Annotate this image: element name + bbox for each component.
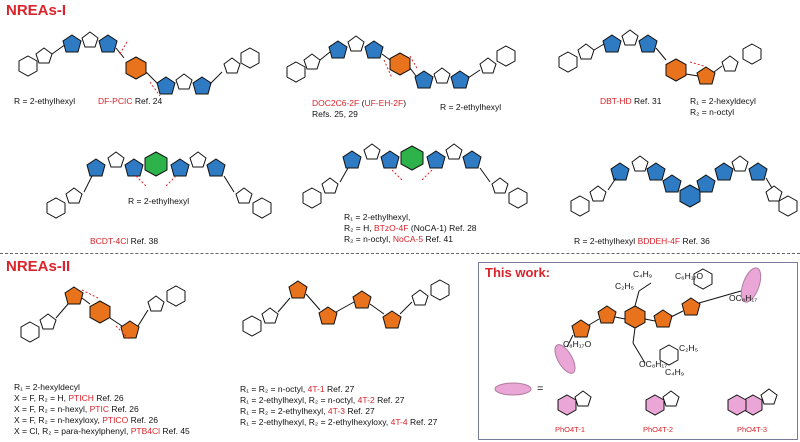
doc2c6-r-label: R = 2-ethylhexyl xyxy=(440,102,502,112)
t4-row-2: R₁ = R₂ = 2-ethylhexyl, 4T-3 Ref. 27 xyxy=(240,406,375,416)
molecule-btzo-4f xyxy=(302,143,528,209)
dfpcic-r-label: R = 2-ethylhexyl xyxy=(14,96,76,106)
t4-row-0: R₁ = R₂ = n-octyl, 4T-1 Ref. 27 xyxy=(240,384,355,394)
t4-row-3: R₁ = 2-ethylhexyl, R₂ = 2-ethylhexyloxy,… xyxy=(240,417,438,427)
molecule-dbt-hd xyxy=(558,29,762,85)
tw-label-5: OC₈H₁₇ xyxy=(639,359,668,369)
bddeh-name: BDDEH-4F xyxy=(637,236,681,246)
tw-label-2: C₆H₁₇O xyxy=(675,271,704,281)
bcdt-name: BCDT-4Cl xyxy=(90,236,129,246)
this-work-title: This work: xyxy=(485,265,551,280)
ptic-r1: R₁ = 2-hexyldecyl xyxy=(14,382,80,392)
dfpcic-caption: DF-PCIC Ref. 24 xyxy=(98,96,162,106)
t4-row-1: R₁ = 2-ethylhexyl, R₂ = n-octyl, 4T-2 Re… xyxy=(240,395,405,405)
end-group-label-3: PhO4T-3 xyxy=(737,425,768,434)
t4-caption: R₁ = R₂ = n-octyl, 4T-1 Ref. 27 R₁ = 2-e… xyxy=(240,384,437,428)
dbthd-ref: Ref. 31 xyxy=(634,96,662,106)
section-title-nreas1: NREAs-I xyxy=(6,2,67,19)
end-group-label-1: PhO4T-1 xyxy=(555,425,586,434)
molecule-doc2c6-2f xyxy=(286,35,516,89)
this-work-structure xyxy=(494,267,778,416)
doc2c6-caption: DOC2C6-2F (UF-EH-2F) xyxy=(312,98,407,108)
bcdt-ref: Ref. 38 xyxy=(130,236,159,246)
dbthd-caption: DBT-HD Ref. 31 xyxy=(600,96,661,106)
tw-label-7: C₄H₉ xyxy=(665,367,685,377)
bcdt-caption: BCDT-4Cl Ref. 38 xyxy=(90,236,158,246)
end-group-label-2: PhO4T-2 xyxy=(643,425,674,434)
dbthd-r2: R₂ = n-octyl xyxy=(690,107,735,117)
btzo-name1: BTzO-4F xyxy=(374,223,409,233)
bddeh-caption: R = 2-ethylhexyl BDDEH-4F Ref. 36 xyxy=(574,236,710,246)
bddeh-r-label: R = 2-ethylhexyl xyxy=(574,236,636,246)
btzo-name2: NoCA-5 xyxy=(392,234,424,244)
bddeh-ref: Ref. 36 xyxy=(682,236,710,246)
btzo-r2a: R₂ = H, xyxy=(344,223,372,233)
ptic-row-1: X = F, R₂ = n-hexyl, PTIC Ref. 26 xyxy=(14,404,139,414)
btzo-caption: R₁ = 2-ethylhexyl, R₂ = H, BTzO-4F (NoCA… xyxy=(344,212,477,245)
btzo-name1-note: (NoCA-1) Ref. 28 xyxy=(410,223,477,233)
dbthd-name: DBT-HD xyxy=(600,96,632,106)
molecule-df-pcic xyxy=(18,31,260,97)
section-title-nreas2: NREAs-II xyxy=(6,258,71,275)
btzo-ref2: Ref. 41 xyxy=(425,234,453,244)
tw-label-0: C₄H₉ xyxy=(633,269,653,279)
this-work-box: This work: C₄H₉ C₂H₅ C₆H₁₇O OC₈H₁₇ C₈H₁₇… xyxy=(478,262,798,440)
btzo-r1: R₁ = 2-ethylhexyl, xyxy=(344,212,411,222)
doc2c6-name: DOC2C6-2F xyxy=(312,98,360,108)
dbthd-r1: R₁ = 2-hexyldecyl xyxy=(690,96,756,106)
btzo-r2b: R₂ = n-octyl, xyxy=(344,234,391,244)
ptic-row-3: X = Cl, R₂ = para-hexylphenyl, PTB4Cl Re… xyxy=(14,426,190,436)
tw-label-3: OC₈H₁₇ xyxy=(729,293,758,303)
tw-label-6: C₂H₅ xyxy=(679,343,699,353)
bcdt-r-label: R = 2-ethylhexyl xyxy=(128,196,190,206)
molecule-ptic-family xyxy=(20,285,186,343)
molecule-bddeh-4f xyxy=(570,155,798,217)
tw-equals: = xyxy=(537,383,544,395)
tw-label-1: C₂H₅ xyxy=(615,281,635,291)
doc2c6-alt: UF-EH-2F xyxy=(364,98,404,108)
molecule-4t-family xyxy=(242,279,450,337)
doc2c6-refs: Refs. 25, 29 xyxy=(312,109,358,119)
section-divider xyxy=(0,253,800,254)
dfpcic-ref: Ref. 24 xyxy=(134,96,163,106)
molecule-bcdt-4cl xyxy=(46,151,272,219)
ptic-row-0: X = F, R₂ = H, PTICH Ref. 26 xyxy=(14,393,124,403)
ptic-row-2: X = F, R₂ = n-hexyloxy, PTICO Ref. 26 xyxy=(14,415,158,425)
tw-label-4: C₈H₁₇O xyxy=(563,339,592,349)
dfpcic-name: DF-PCIC xyxy=(98,96,133,106)
ptic-caption: R₁ = 2-hexyldecyl X = F, R₂ = H, PTICH R… xyxy=(14,382,190,437)
